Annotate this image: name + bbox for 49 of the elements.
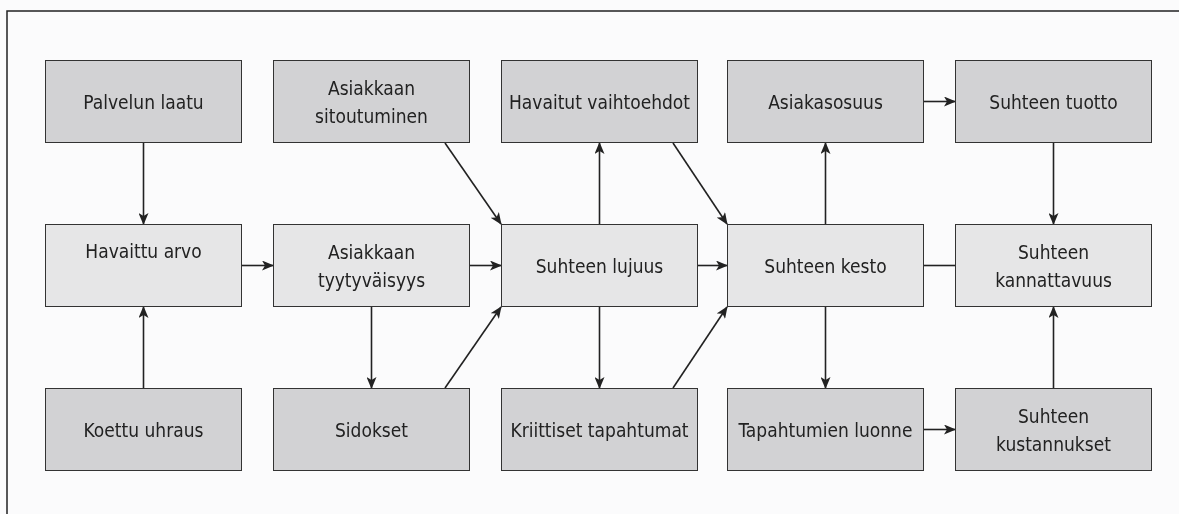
outcome-box <box>727 224 924 307</box>
arrow <box>594 306 605 389</box>
arrow <box>820 142 831 225</box>
node-label: Asiakkaan tyytyväisyys <box>316 239 427 293</box>
connector-line <box>923 264 956 267</box>
node-label: Asiakkaan sitoutuminen <box>314 75 429 129</box>
arrow <box>1048 142 1059 225</box>
factor-box <box>955 60 1152 143</box>
arrow <box>469 260 502 271</box>
node-label: Havaitut vaihtoehdot <box>508 89 691 115</box>
factor-box <box>501 388 698 471</box>
node-label: Koettu uhraus <box>82 417 205 443</box>
arrow <box>444 306 502 389</box>
node-label: Kriittiset tapahtumat <box>509 417 690 443</box>
node-label: Havaittu arvo <box>84 239 203 264</box>
arrow <box>672 306 728 389</box>
factor-box <box>45 60 242 143</box>
node-label: Suhteen lujuus <box>534 253 665 279</box>
factor-box <box>45 388 242 471</box>
factor-box <box>273 388 470 471</box>
node-label: Suhteen kustannukset <box>995 403 1112 457</box>
arrow <box>672 142 728 225</box>
node-label: Palvelun laatu <box>82 89 205 115</box>
factor-box <box>727 60 924 143</box>
outcome-box <box>45 224 242 307</box>
outcome-box <box>273 224 470 307</box>
arrow <box>444 142 502 225</box>
node-label: Suhteen tuotto <box>988 89 1119 115</box>
node-label: Suhteen kesto <box>763 253 888 279</box>
outcome-box <box>501 224 698 307</box>
arrow <box>820 306 831 389</box>
node-label: Suhteen kannattavuus <box>994 239 1113 293</box>
arrow <box>138 306 149 389</box>
factor-box <box>955 388 1152 471</box>
arrow <box>241 260 274 271</box>
arrow <box>923 424 956 435</box>
node-label: Sidokset <box>334 417 409 443</box>
outcome-box <box>955 224 1152 307</box>
arrow <box>366 306 377 389</box>
node-label: Asiakasosuus <box>767 89 884 115</box>
arrow <box>138 142 149 225</box>
factor-box <box>273 60 470 143</box>
arrow <box>697 260 728 271</box>
factor-box <box>501 60 698 143</box>
factor-box <box>727 388 924 471</box>
node-label: Tapahtumien luonne <box>737 417 914 443</box>
arrow <box>594 142 605 225</box>
arrow <box>1048 306 1059 389</box>
arrow <box>923 96 956 107</box>
